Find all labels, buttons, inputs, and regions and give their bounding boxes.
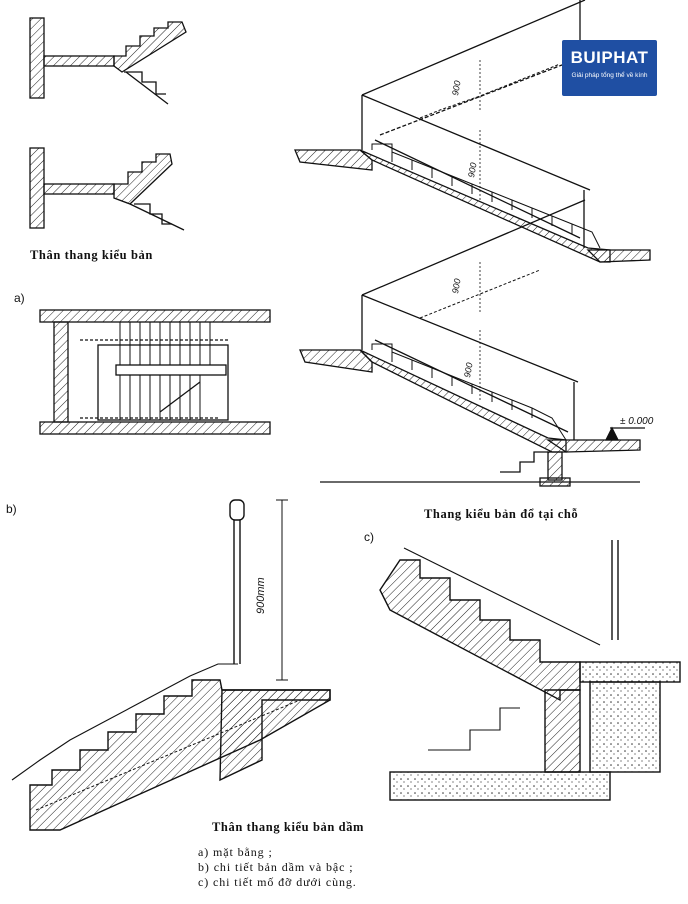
plan-view — [39, 309, 271, 435]
rail-height-label-2: 900 — [466, 162, 478, 179]
caption-beam-slab-stair: Thân thang kiểu bản dầm — [212, 820, 365, 834]
cast-in-place-stair — [294, 0, 651, 487]
rail-height-label-4: 900 — [462, 362, 474, 379]
beam-slab-detail — [11, 499, 331, 831]
caption-cast-in-place: Thang kiểu bản đổ tại chỗ — [424, 507, 579, 521]
rail-height-label-3: 900 — [450, 278, 462, 295]
logo-brand: BUIPHAT — [570, 48, 649, 67]
legend-item-c: c) chi tiết mố đỡ dưới cùng. — [198, 875, 357, 889]
label-c: c) — [364, 530, 374, 544]
buiphat-logo: BUIPHAT Giải pháp tổng thể về kính — [562, 40, 657, 96]
level-label: ± 0.000 — [620, 416, 654, 427]
rail-height-label-900mm: 900mm — [255, 577, 267, 614]
caption-ban-stair: Thân thang kiểu bản — [30, 248, 153, 262]
legend-item-a: a) mặt bằng ; — [198, 845, 273, 859]
ban-stair-section-bottom — [29, 147, 185, 231]
ban-stair-section-top — [29, 17, 187, 105]
bottom-support-detail — [379, 540, 681, 801]
logo-tagline: Giải pháp tổng thể về kính — [571, 72, 648, 79]
label-a: a) — [14, 291, 25, 305]
legend: a) mặt bằng ; b) chi tiết bản dầm và bậc… — [198, 845, 357, 890]
rail-height-label-1: 900 — [450, 80, 462, 97]
label-b: b) — [6, 502, 17, 516]
legend-item-b: b) chi tiết bản dầm và bậc ; — [198, 860, 354, 874]
